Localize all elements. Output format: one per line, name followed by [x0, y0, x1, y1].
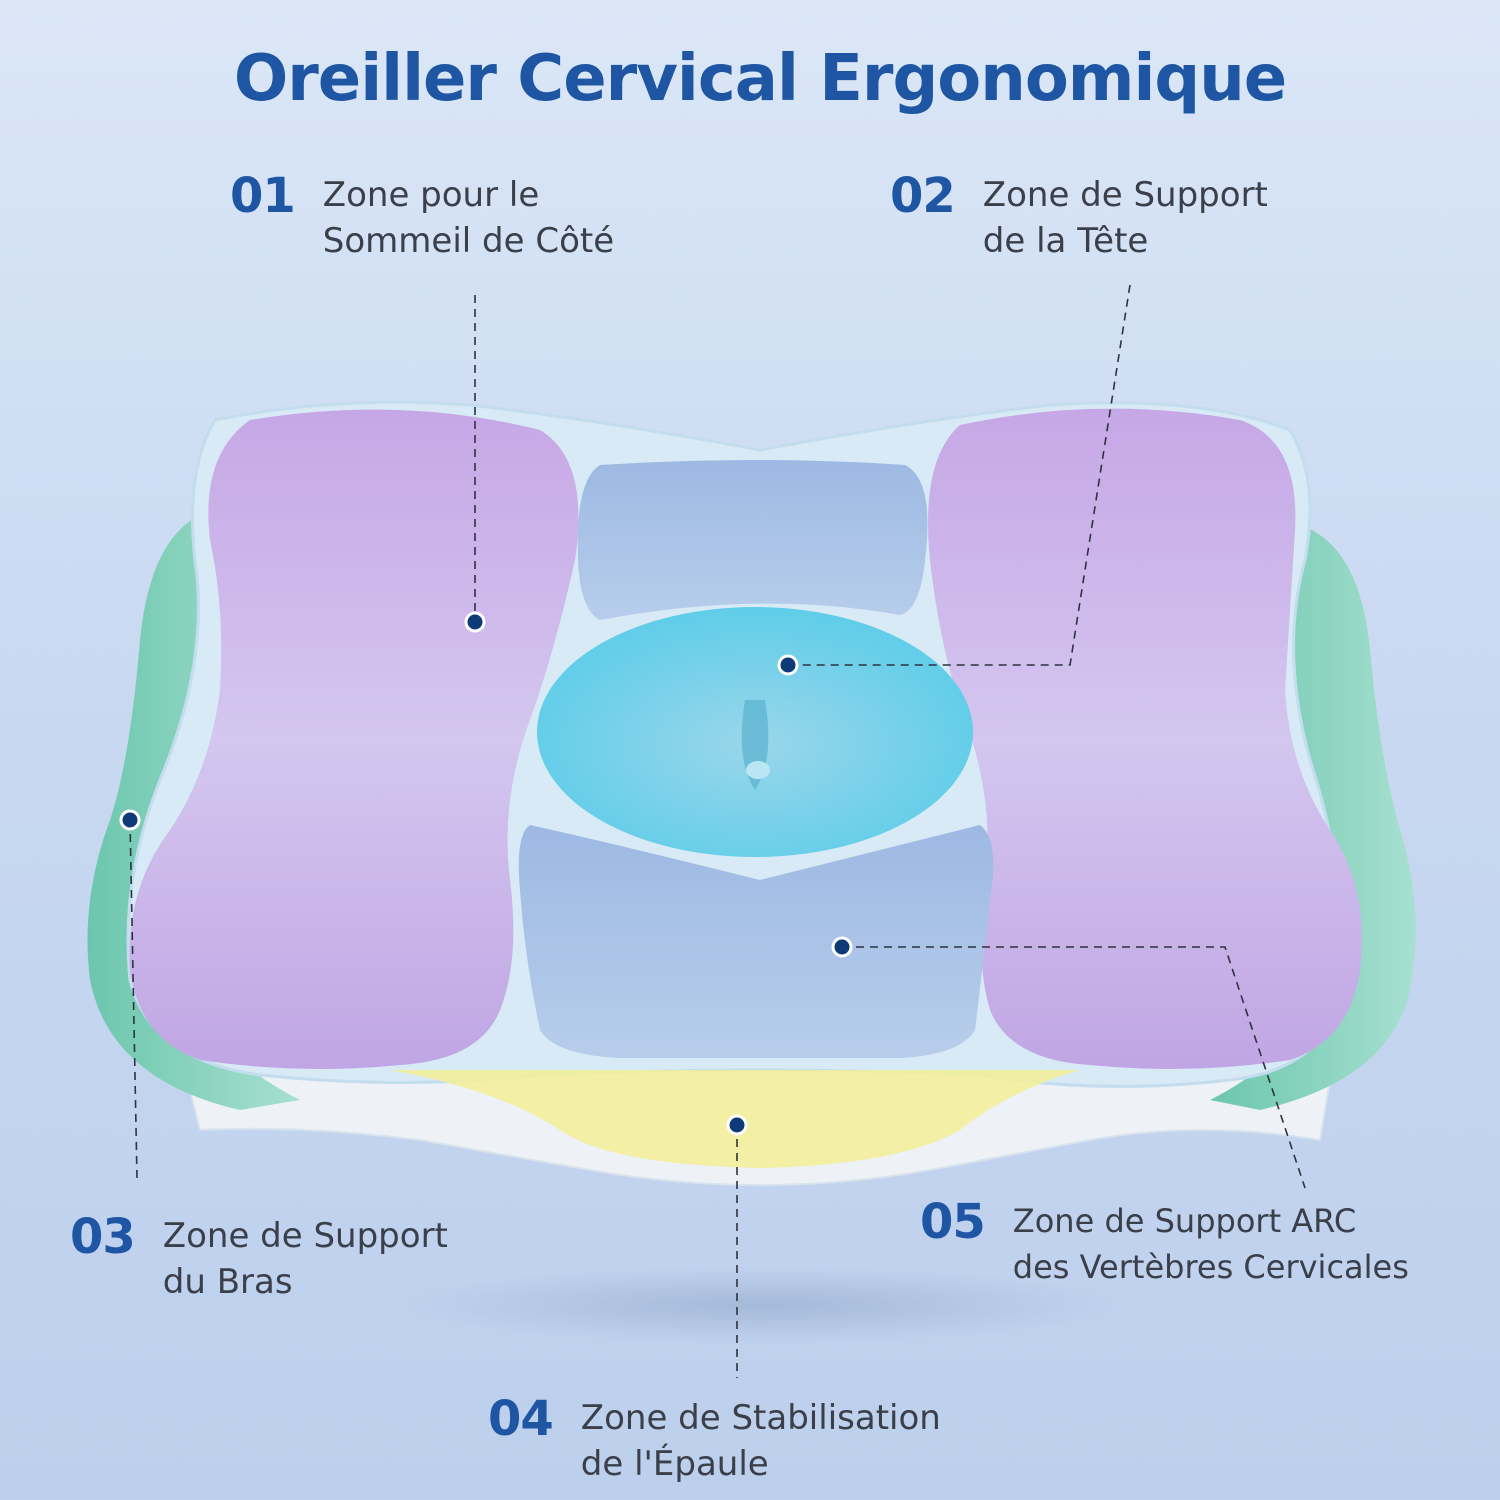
zone-number: 02	[890, 168, 956, 224]
top-center-block	[577, 460, 928, 620]
page-title: Oreiller Cervical Ergonomique	[233, 42, 1287, 116]
zone-number: 05	[920, 1194, 986, 1250]
head-dimple-center	[746, 761, 770, 779]
leader-line-02	[788, 284, 1131, 666]
zone-label-01: 01 Zone pour le Sommeil de Côté	[230, 172, 614, 264]
callout-dot-03	[119, 809, 141, 831]
zone-text-line: du Bras	[162, 1262, 293, 1302]
zone-text-line: Zone de Support	[162, 1216, 448, 1256]
callout-dot-04	[726, 1114, 748, 1136]
bottom-center-block	[518, 825, 994, 1058]
zone-label-03: 03 Zone de Support du Bras	[70, 1213, 448, 1305]
zone-label-02: 02 Zone de Support de la Tête	[890, 172, 1268, 264]
zone-description: Zone de Support du Bras	[163, 1213, 448, 1305]
callout-dot-02	[777, 654, 799, 676]
zone-label-05: 05 Zone de Support ARC des Vertèbres Cer…	[920, 1198, 1409, 1290]
zone-text-line: Zone de Stabilisation	[580, 1398, 941, 1438]
zone-text-line: Sommeil de Côté	[322, 221, 615, 261]
zone-label-04: 04 Zone de Stabilisation de l'Épaule	[488, 1395, 941, 1487]
leader-line-03	[129, 819, 138, 1179]
zone-number: 04	[488, 1391, 554, 1447]
leader-line-05	[842, 946, 1306, 1189]
zone-text-line: Zone pour le	[322, 175, 540, 215]
zone-description: Zone de Support ARC des Vertèbres Cervic…	[1013, 1198, 1409, 1290]
zone-text-line: Zone de Support	[982, 175, 1268, 215]
zone-text-line: des Vertèbres Cervicales	[1012, 1248, 1409, 1286]
callout-dot-05	[831, 936, 853, 958]
zone-description: Zone de Support de la Tête	[983, 172, 1268, 264]
zone-text-line: de la Tête	[982, 221, 1149, 261]
zone-description: Zone pour le Sommeil de Côté	[323, 172, 614, 264]
zone-text-line: Zone de Support ARC	[1012, 1202, 1357, 1240]
zone-number: 01	[230, 168, 296, 224]
pillow-shadow	[400, 1267, 1120, 1343]
zone-number: 03	[70, 1209, 136, 1265]
callout-dot-01	[464, 611, 486, 633]
zone-description: Zone de Stabilisation de l'Épaule	[581, 1395, 941, 1487]
left-side-pad	[129, 409, 579, 1069]
zone-text-line: de l'Épaule	[580, 1444, 769, 1484]
right-side-pad	[928, 408, 1362, 1069]
